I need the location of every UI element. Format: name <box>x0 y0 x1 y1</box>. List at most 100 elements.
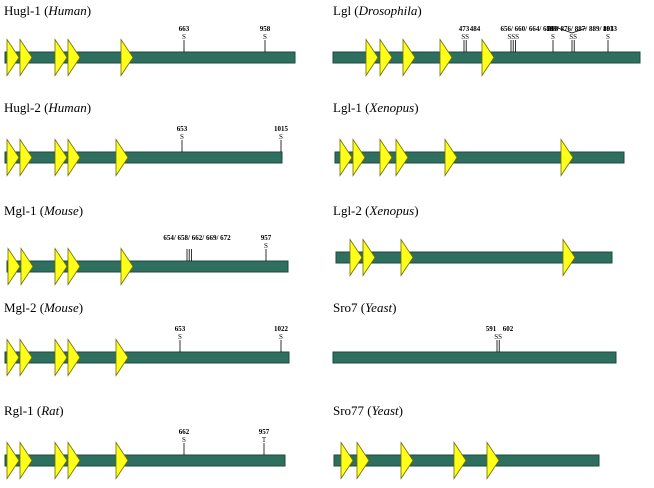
site-number-label: 656/ 660/ 664/ 679 <box>500 25 554 33</box>
site-number-label: 869/ 876/ 887/ 889/ 893 <box>546 25 614 33</box>
domain-arrow <box>54 38 68 77</box>
protein-title-paren: ) <box>59 403 63 418</box>
protein-bar <box>4 351 290 364</box>
site-number-label: 654/ 658/ 662/ 669/ 672 <box>163 234 231 242</box>
protein-species: Mouse <box>43 300 79 315</box>
site-residue: S <box>551 33 555 41</box>
protein-name: Sro77 ( <box>333 403 372 418</box>
protein-name: Mgl-1 ( <box>4 203 44 218</box>
domain-arrow <box>352 138 366 177</box>
site-number-label: 957 <box>261 234 272 242</box>
protein-name: Sro7 ( <box>333 300 365 315</box>
site-residue: S <box>180 133 184 141</box>
domain-arrow <box>120 247 134 286</box>
domain-arrow <box>115 441 129 480</box>
protein-bar <box>4 151 283 164</box>
domain-arrow <box>365 38 379 77</box>
site-number-label: 1022 <box>274 325 289 333</box>
protein-panel-lgl-1: Lgl-1 (Xenopus) <box>333 100 625 177</box>
domain-arrow <box>340 441 354 480</box>
protein-name: Lgl-2 ( <box>333 203 369 218</box>
site-number-label: 957 <box>259 428 270 436</box>
protein-bar <box>335 251 613 264</box>
protein-title: Hugl-2 (Human) <box>4 100 91 115</box>
domain-arrow <box>453 441 467 480</box>
site-residue: S <box>264 242 268 250</box>
domain-arrow <box>54 338 68 377</box>
site-number-label: 484 <box>470 25 481 33</box>
domain-arrow <box>560 138 574 177</box>
site-residue: S <box>279 133 283 141</box>
protein-title-paren: ) <box>414 100 418 115</box>
protein-title: Sro77 (Yeast) <box>333 403 403 418</box>
site-residue: S <box>182 436 186 444</box>
protein-title-paren: ) <box>414 203 418 218</box>
protein-title: Lgl (Drosophila) <box>333 3 422 18</box>
site-residue: S <box>182 33 186 41</box>
protein-species: Xenopus <box>368 100 414 115</box>
domain-arrow <box>6 441 20 480</box>
protein-species: Yeast <box>365 300 392 315</box>
domain-arrow <box>67 338 81 377</box>
domain-arrow <box>362 238 376 277</box>
domain-arrow <box>6 338 20 377</box>
domain-arrow <box>400 238 414 277</box>
protein-title-paren: ) <box>87 3 91 18</box>
protein-name: Rgl-1 ( <box>4 403 41 418</box>
domain-arrow <box>6 138 20 177</box>
protein-species: Human <box>47 100 86 115</box>
domain-arrow <box>400 441 414 480</box>
site-number-label: 663 <box>179 25 190 33</box>
site-number-label: 958 <box>260 25 271 33</box>
protein-bar <box>334 151 625 164</box>
protein-title-paren: ) <box>79 203 83 218</box>
protein-title: Lgl-1 (Xenopus) <box>333 100 419 115</box>
domain-arrow <box>486 441 500 480</box>
domain-arrow <box>19 138 33 177</box>
domain-arrow <box>67 138 81 177</box>
protein-species: Mouse <box>43 203 79 218</box>
site-number-label: 1013 <box>603 25 618 33</box>
site-residue: S <box>606 33 610 41</box>
site-residue: S <box>178 333 182 341</box>
domain-arrow <box>115 338 129 377</box>
domain-arrow <box>115 138 129 177</box>
domain-arrow <box>402 38 416 77</box>
site-cluster-bracket <box>557 27 587 34</box>
protein-title-paren: ) <box>392 300 396 315</box>
domain-arrow <box>379 38 393 77</box>
protein-panel-lgl-2: Lgl-2 (Xenopus) <box>333 203 613 277</box>
site-number-label: 473 <box>459 25 470 33</box>
protein-species: Rat <box>40 403 59 418</box>
site-number-label: 653 <box>177 125 188 133</box>
protein-bar <box>333 454 600 467</box>
site-number-label: 591 <box>486 325 497 333</box>
domain-arrow <box>20 247 34 286</box>
protein-species: Yeast <box>372 403 399 418</box>
domain-arrow <box>67 441 81 480</box>
protein-title: Sro7 (Yeast) <box>333 300 396 315</box>
protein-title: Hugl-1 (Human) <box>4 3 91 18</box>
site-residue: SSS <box>507 33 519 41</box>
domain-arrow <box>120 38 134 77</box>
domain-arrow <box>349 238 363 277</box>
site-residue: T <box>262 436 267 444</box>
protein-name: Lgl ( <box>333 3 359 18</box>
domain-arrow <box>339 138 353 177</box>
protein-title-paren: ) <box>417 3 421 18</box>
domain-arrow <box>379 138 393 177</box>
domain-arrow <box>7 247 21 286</box>
domain-arrow <box>356 441 370 480</box>
site-residue: S <box>263 33 267 41</box>
site-number-label: 662 <box>179 428 190 436</box>
domain-arrow <box>444 138 458 177</box>
domain-arrow <box>439 38 453 77</box>
protein-bar <box>332 351 617 364</box>
